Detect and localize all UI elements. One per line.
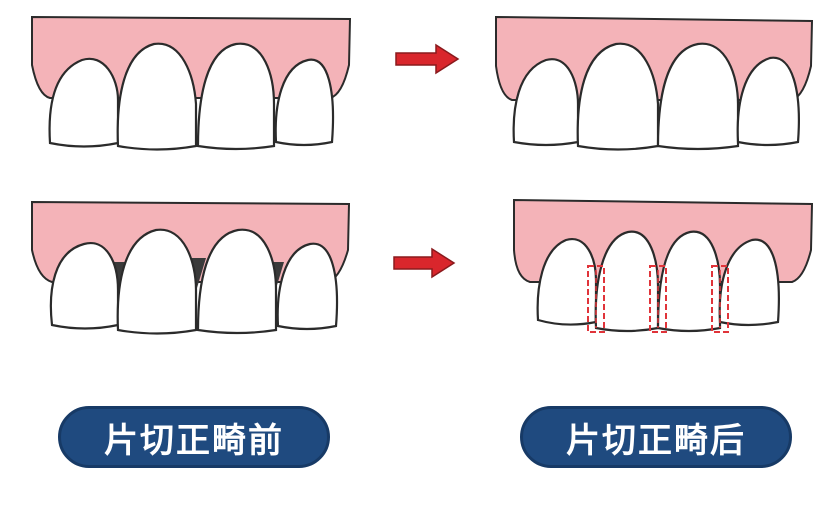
label-after-stripping: 片切正畸后 — [520, 406, 792, 468]
panel-bottom-right-teeth — [513, 198, 814, 333]
tooth-bottom-right-2 — [594, 230, 660, 333]
arrow-right-icon — [393, 247, 456, 279]
cut-marker-2 — [649, 265, 667, 333]
cut-marker-3 — [711, 265, 729, 333]
tooth-top-left-2 — [116, 42, 198, 151]
tooth-top-right-3 — [656, 42, 740, 151]
tooth-bottom-right-4 — [718, 238, 780, 327]
tooth-top-left-1 — [48, 57, 120, 148]
tooth-bottom-left-2 — [116, 228, 198, 335]
tooth-bottom-left-1 — [49, 241, 120, 330]
tooth-bottom-left-3 — [196, 228, 278, 335]
label-before-stripping: 片切正畸前 — [58, 406, 330, 468]
tooth-top-right-4 — [736, 56, 800, 147]
arrow-right-icon — [395, 43, 460, 75]
tooth-bottom-right-1 — [536, 237, 598, 326]
tooth-top-right-2 — [576, 42, 660, 151]
panel-bottom-left-teeth — [31, 200, 351, 335]
tooth-top-right-1 — [512, 58, 580, 147]
tooth-top-left-4 — [274, 58, 335, 147]
panel-top-left-teeth — [31, 15, 352, 151]
cut-marker-1 — [587, 265, 605, 333]
panel-top-right-teeth — [495, 15, 814, 151]
tooth-bottom-left-4 — [276, 242, 339, 331]
tooth-top-left-3 — [196, 42, 276, 151]
tooth-bottom-right-3 — [656, 230, 722, 333]
